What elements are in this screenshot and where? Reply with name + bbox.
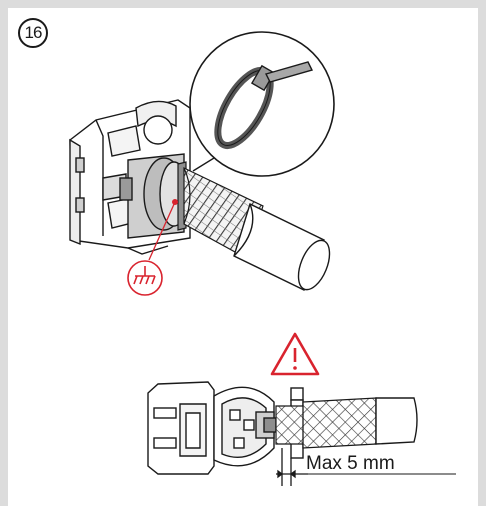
braid-under-tie bbox=[275, 405, 305, 445]
braided-shield-side bbox=[302, 397, 377, 449]
step-number-badge: 16 bbox=[18, 18, 48, 48]
earth-ground-icon bbox=[127, 260, 163, 296]
assembly-illustration: Max 5 mm bbox=[69, 31, 456, 486]
shield-clamp bbox=[119, 153, 189, 239]
cable-tie-callout bbox=[189, 31, 335, 177]
cable-tie-icon bbox=[214, 61, 314, 149]
dimension-label: Max 5 mm bbox=[306, 453, 395, 474]
warning-triangle-icon bbox=[270, 332, 320, 376]
clamp-side bbox=[213, 386, 277, 467]
dimension-markers bbox=[276, 448, 456, 486]
connector-module-side bbox=[147, 381, 215, 475]
step-number: 16 bbox=[24, 23, 43, 42]
instruction-panel: 16 bbox=[8, 8, 478, 506]
cable-jacket-side bbox=[375, 397, 418, 445]
cable-jacket-top bbox=[233, 203, 331, 291]
ground-indicator bbox=[127, 199, 178, 296]
